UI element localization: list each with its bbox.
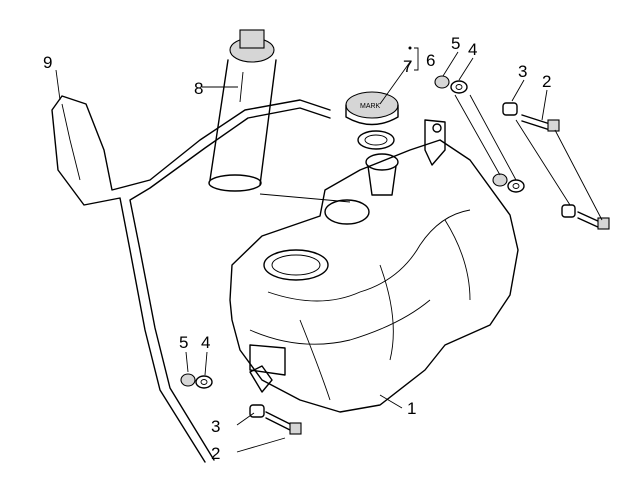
callout-6: 6	[426, 51, 435, 70]
bolt-bottom-right	[577, 211, 610, 230]
callout-2-right: 2	[542, 72, 551, 91]
fuel-tank	[229, 119, 519, 413]
cap-marking: MARK	[360, 103, 381, 110]
washer-top-right	[450, 80, 468, 94]
callout-7: 7	[403, 57, 412, 76]
callout-6-dot	[408, 46, 412, 50]
callout-9: 9	[43, 53, 52, 72]
nut-top-right	[434, 75, 450, 89]
washer-left	[195, 375, 213, 389]
callout-3-right: 3	[518, 62, 527, 81]
bolt-top-right	[521, 114, 560, 132]
filler-neck-strainer	[365, 153, 399, 196]
callout-labels: 1 2 3 4 5 6 7 8 9 5 4 3 2	[43, 34, 551, 463]
filler-cap: MARK	[345, 91, 399, 126]
callout-5-right: 5	[451, 34, 460, 53]
callout-3-left: 3	[211, 417, 220, 436]
callout-5-left: 5	[179, 333, 188, 352]
callout-4-left: 4	[201, 333, 210, 352]
callout-1: 1	[407, 399, 416, 418]
breather-hose	[51, 95, 331, 463]
spacer-left	[249, 404, 265, 418]
spacer-bottom-right	[561, 204, 576, 218]
leader-lines	[55, 47, 603, 453]
spacer-top-right	[502, 102, 518, 116]
callout-8: 8	[194, 79, 203, 98]
washer-mid-right	[507, 179, 525, 193]
callout-2-left: 2	[211, 444, 220, 463]
bolt-left	[265, 411, 302, 435]
nut-left	[180, 373, 196, 387]
callout-4-right: 4	[468, 40, 477, 59]
cap-gasket	[357, 130, 395, 150]
fuel-level-sender	[208, 29, 277, 192]
nut-mid-right	[492, 173, 508, 187]
